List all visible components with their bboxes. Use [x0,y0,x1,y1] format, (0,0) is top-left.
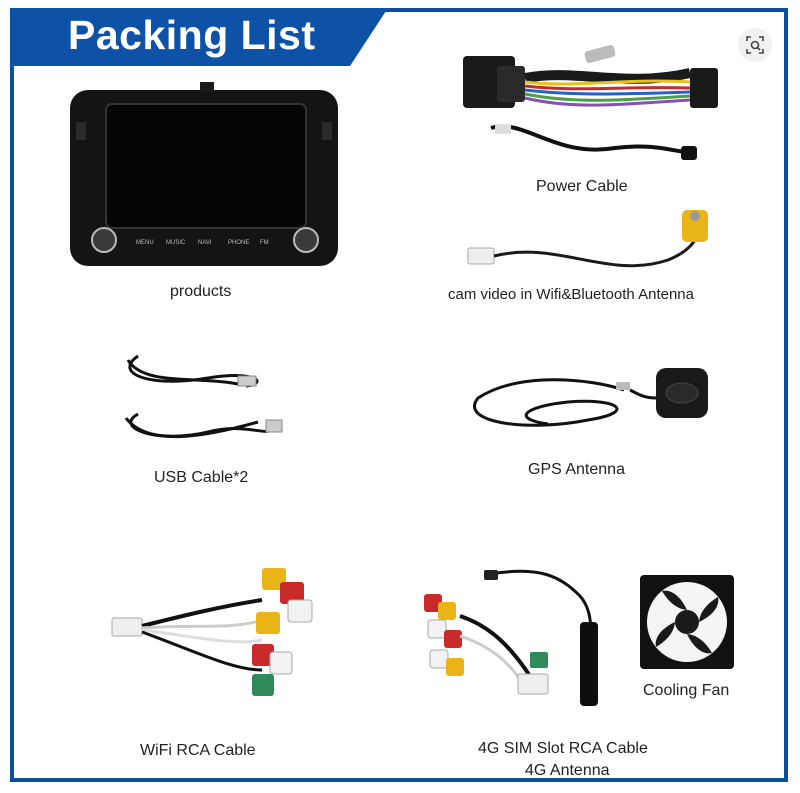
wifi-rca-cable-image [111,568,313,696]
gps-antenna-image [473,368,708,427]
menu-button-label: MENU [136,240,154,246]
gps-antenna-label: GPS Antenna [528,461,625,478]
cooling-fan-label: Cooling Fan [643,682,730,699]
head-unit-image: MENU MUSIC NAVI PHONE FM [70,82,338,266]
page-title: Packing List [68,12,316,58]
power-cable-image [463,44,718,160]
title-banner [10,8,388,66]
cam-video-label: cam video in Wifi&Bluetooth Antenna [448,286,694,303]
wifi-rca-cable-label: WiFi RCA Cable [140,742,256,759]
cam-video-cable-image [467,210,708,268]
usb-cable-image [124,354,283,439]
usb-cable-label: USB Cable*2 [154,469,249,486]
sim-rca-cable-image [424,569,598,706]
visual-search-button[interactable] [738,28,772,62]
fm-button-label: FM [260,240,269,246]
power-cable-label: Power Cable [536,178,628,195]
navi-button-label: NAVI [198,240,212,246]
products-label: products [170,283,232,300]
cooling-fan-image [640,575,734,669]
music-button-label: MUSIC [166,240,186,246]
visual-search-icon [746,36,764,54]
phone-button-label: PHONE [228,240,249,246]
sim-rca-label-line2: 4G Antenna [525,762,610,779]
sim-rca-label-line1: 4G SIM Slot RCA Cable [478,740,648,757]
